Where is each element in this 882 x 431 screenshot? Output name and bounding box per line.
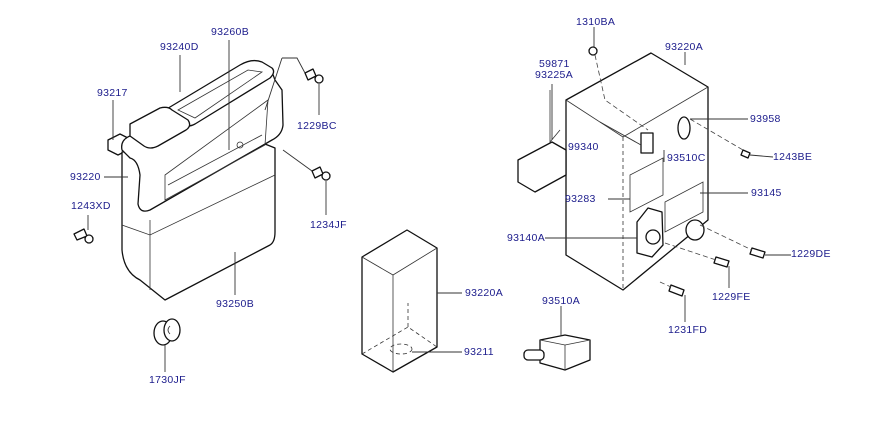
label-93225A[interactable]: 93225A: [535, 69, 574, 81]
label-93145[interactable]: 93145: [751, 187, 782, 199]
screw-1229DE: [749, 247, 766, 259]
label-93211[interactable]: 93211: [464, 346, 494, 358]
label-1234JF[interactable]: 1234JF: [310, 219, 347, 231]
label-1231FD[interactable]: 1231FD: [668, 324, 708, 336]
screw-1231FD: [668, 284, 685, 297]
case-93220A: [517, 46, 709, 291]
label-1243BE[interactable]: 1243BE: [773, 151, 813, 163]
screw-1243BE: [740, 149, 751, 159]
label-93510C[interactable]: 93510C: [667, 152, 706, 164]
storage-box-93220A: [361, 229, 438, 373]
screw-1229BC: [304, 68, 324, 84]
label-59871[interactable]: 59871: [539, 58, 570, 70]
label-1730JF[interactable]: 1730JF: [149, 374, 186, 386]
label-93220[interactable]: 93220: [70, 171, 101, 183]
screw-1234JF: [311, 166, 331, 181]
switch-99340: [640, 132, 654, 154]
label-1229FE[interactable]: 1229FE: [712, 291, 751, 303]
label-93145: [664, 181, 704, 233]
label-93283[interactable]: 93283: [565, 193, 596, 205]
nut-1310BA: [588, 46, 598, 56]
label-93140A[interactable]: 93140A: [507, 232, 546, 244]
label-93217[interactable]: 93217: [97, 87, 128, 99]
armrest-block: [129, 106, 191, 149]
label-93260B[interactable]: 93260B: [211, 26, 250, 38]
console-box-assembly: [107, 59, 284, 301]
label-93510A[interactable]: 93510A: [542, 295, 581, 307]
switch-93510C: [677, 116, 691, 140]
label-1229BC[interactable]: 1229BC: [297, 120, 337, 132]
label-99340[interactable]: 99340: [568, 141, 599, 153]
screw-1229FE: [713, 256, 730, 268]
switch-93510A: [523, 334, 591, 371]
label-93220A-case[interactable]: 93220A: [665, 41, 704, 53]
label-93958[interactable]: 93958: [750, 113, 781, 125]
label-93250B[interactable]: 93250B: [216, 298, 255, 310]
grommet-1730JF: [153, 318, 181, 346]
drain-93211: [389, 343, 413, 355]
label-93283: [629, 157, 664, 213]
label-1243XD[interactable]: 1243XD: [71, 200, 111, 212]
label-93220A-box[interactable]: 93220A: [465, 287, 504, 299]
label-1229DE[interactable]: 1229DE: [791, 248, 831, 260]
screw-1243XD: [73, 228, 94, 244]
label-93240D[interactable]: 93240D: [160, 41, 199, 53]
pocket-93225A: [517, 141, 567, 193]
label-1310BA[interactable]: 1310BA: [576, 16, 616, 28]
